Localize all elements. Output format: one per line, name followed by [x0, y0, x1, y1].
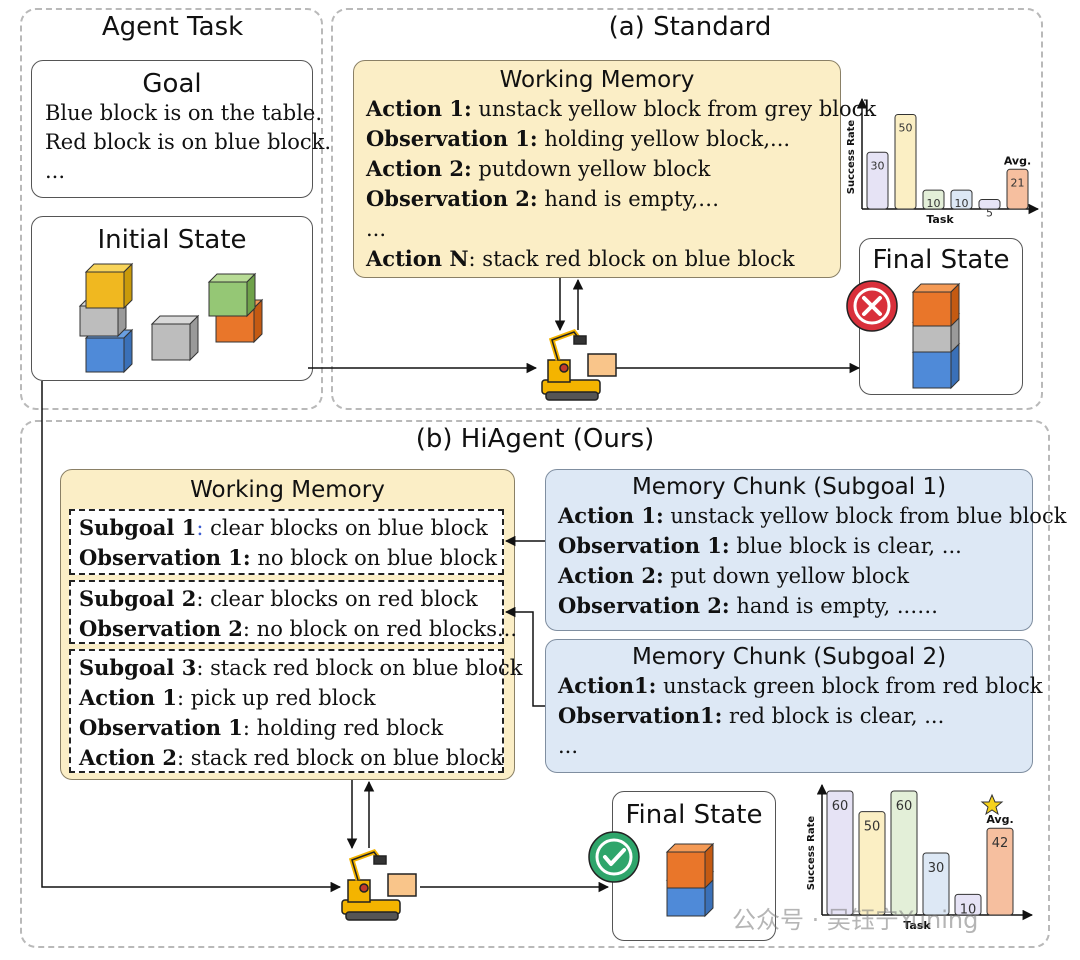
standard-final-blocks — [911, 282, 961, 390]
bar — [826, 790, 854, 916]
bar — [894, 113, 917, 210]
chunk-line: Action1: unstack green block from red bl… — [558, 673, 1043, 698]
chunk-line: Action 2: put down yellow block — [558, 563, 910, 588]
bar-value-label: 10 — [927, 197, 941, 210]
bar-value-label: 60 — [896, 799, 913, 814]
bar — [986, 827, 1014, 916]
star-icon — [980, 793, 1004, 816]
standard-panel — [331, 8, 1043, 410]
subgoal-line: Observation 2: no block on red blocks... — [79, 616, 517, 641]
agent-task-panel — [20, 8, 323, 410]
fail-x-icon — [846, 280, 898, 332]
standard-line: Observation 2: hand is empty,… — [366, 186, 720, 211]
chunk-line: Observation1: red block is clear, ... — [558, 703, 945, 728]
bar — [922, 189, 945, 210]
hiagent-wm-title: Working Memory — [190, 477, 385, 503]
standard-working-memory: Working Memory Action 1: unstack yellow … — [353, 60, 877, 278]
connector-arrows — [41, 278, 861, 893]
hiagent-title: (b) HiAgent (Ours) — [415, 424, 655, 454]
chunk-line: ... — [558, 734, 579, 758]
subgoal-3-block: Subgoal 3: stack red block on blue block… — [69, 649, 523, 773]
y-axis-label: Success Rate — [806, 816, 817, 891]
orange-block — [665, 842, 715, 890]
grey-block — [150, 314, 200, 362]
standard-line: Action 2: putdown yellow block — [366, 156, 711, 181]
success-check-icon — [588, 831, 640, 883]
standard-line: Action N: stack red block on blue block — [366, 246, 795, 271]
bar-value-label: 50 — [864, 820, 881, 835]
x-axis-label: Task — [903, 919, 931, 932]
goal-title: Goal — [142, 69, 202, 99]
bar — [1006, 168, 1029, 210]
avg-label: Avg. — [1004, 154, 1031, 167]
initial-state-blocks — [78, 262, 264, 374]
y-axis-label: Success Rate — [846, 120, 857, 195]
robot-arm-icon — [341, 849, 417, 921]
subgoal-line: Subgoal 1: clear blocks on blue block — [79, 515, 488, 540]
goal-box: Goal Blue block is on the table. Red blo… — [31, 60, 332, 198]
subgoal-line: Action 2: stack red block on blue block — [79, 745, 504, 770]
standard-success-chart: 30 50 10 10 5 21 Avg. Task Success Rate — [846, 97, 1040, 226]
memory-chunk-2-title: Memory Chunk (Subgoal 2) — [631, 644, 947, 670]
goal-line-3: ... — [45, 159, 66, 183]
chunk-line: Observation 2: hand is empty, ..…. — [558, 593, 938, 618]
subgoal-line: Subgoal 3: stack red block on blue block — [79, 655, 523, 680]
orange-block — [911, 282, 961, 328]
subgoal-line: Subgoal 2: clear blocks on red block — [79, 586, 478, 611]
watermark: 公众号 · 吴钰宁Yuning — [732, 906, 979, 934]
bar — [922, 852, 950, 916]
bar — [890, 790, 918, 916]
hiagent-final-blocks — [665, 842, 715, 918]
agent-task-title: Agent Task — [101, 12, 244, 42]
initial-state-title: Initial State — [97, 225, 247, 255]
standard-title: (a) Standard — [608, 12, 772, 42]
memory-chunk-1-title: Memory Chunk (Subgoal 1) — [631, 474, 947, 500]
subgoal-line: Action 1: pick up red block — [79, 685, 376, 710]
green-block — [207, 272, 257, 318]
standard-line: ... — [366, 217, 387, 241]
bar — [954, 893, 982, 916]
standard-wm-title: Working Memory — [499, 67, 695, 93]
subgoal-2-block: Subgoal 2: clear blocks on red block Obs… — [69, 580, 517, 644]
bar-value-label: 10 — [955, 197, 969, 210]
bar — [866, 151, 889, 210]
subgoal-1-block: Subgoal 1: clear blocks on blue block Ob… — [69, 509, 504, 575]
hiagent-success-chart: 60 50 60 30 10 42 Avg. Task Success Rate — [806, 783, 1034, 932]
memory-chunk-2: Memory Chunk (Subgoal 2) Action1: unstac… — [545, 639, 1043, 773]
bar — [858, 811, 886, 916]
standard-line: Observation 1: holding yellow block,... — [366, 126, 791, 151]
bar — [950, 189, 973, 210]
bar-value-label: 21 — [1011, 176, 1025, 189]
bar-value-label: 50 — [899, 121, 913, 134]
goal-line-2: Red block is on blue block. — [45, 130, 332, 154]
robot-arm-icon — [541, 329, 617, 401]
bar-value-label: 5 — [986, 207, 993, 220]
chunk-line: Action 1: unstack yellow block from blue… — [558, 503, 1067, 528]
bar-value-label: 30 — [928, 861, 945, 876]
yellow-block — [84, 262, 134, 310]
standard-final-state-title: Final State — [872, 245, 1010, 275]
memory-chunk-1: Memory Chunk (Subgoal 1) Action 1: unsta… — [545, 469, 1067, 631]
bar-value-label: 30 — [871, 159, 885, 172]
goal-line-1: Blue block is on the table. — [45, 101, 323, 125]
hiagent-final-state-title: Final State — [625, 800, 763, 830]
bar-value-label: 42 — [992, 836, 1009, 851]
avg-label: Avg. — [986, 813, 1013, 826]
bar — [978, 199, 1001, 210]
standard-line: Action 1: unstack yellow block from grey… — [366, 96, 877, 121]
bar-value-label: 10 — [960, 902, 977, 917]
x-axis-label: Task — [926, 213, 954, 226]
hiagent-panel — [20, 420, 1050, 948]
bar-value-label: 60 — [832, 799, 849, 814]
chunk-line: Observation 1: blue block is clear, ... — [558, 533, 962, 558]
subgoal-line: Observation 1: no block on blue block — [79, 545, 498, 570]
subgoal-line: Observation 1: holding red block — [79, 715, 444, 740]
